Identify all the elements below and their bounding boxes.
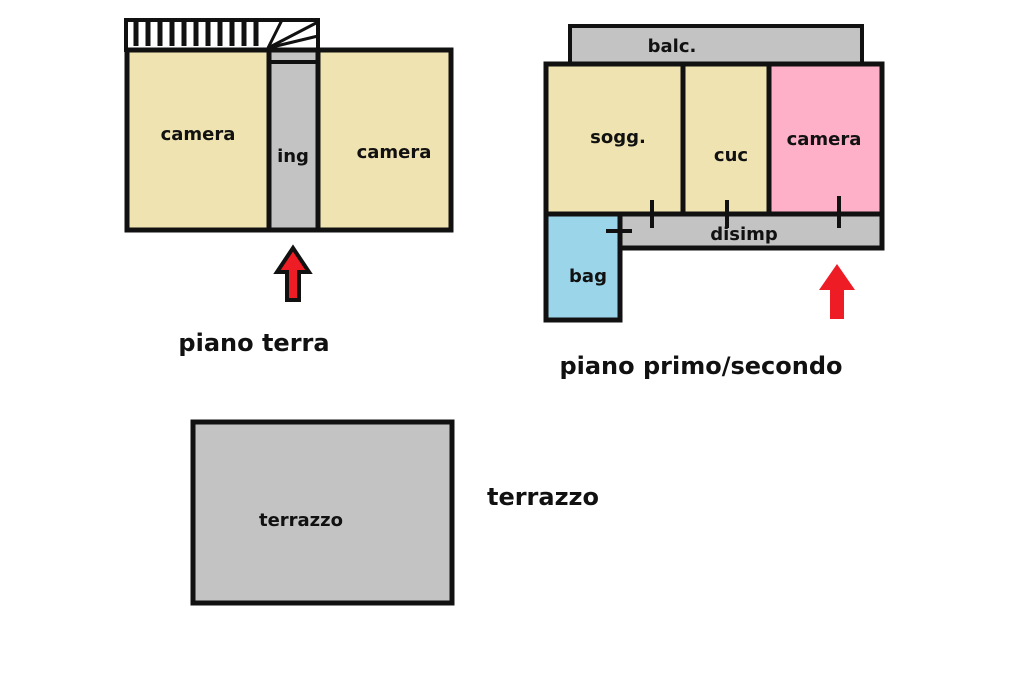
room-camera-right: [315, 47, 454, 233]
room-label-ingresso: ing: [277, 146, 309, 167]
stairs-icon: [124, 18, 320, 52]
room-label-balcone: balc.: [648, 36, 697, 57]
room-label-camera: camera: [787, 129, 862, 150]
room-cucina: [680, 61, 772, 217]
room-label-camera-left: camera: [161, 124, 236, 145]
room-label-soggiorno: sogg.: [590, 127, 646, 148]
entrance-arrow-icon: [273, 244, 313, 302]
terrace-plan: terrazzo terrazzo: [190, 419, 599, 606]
upper-floor-title: piano primo/secondo: [559, 352, 842, 380]
room-label-disimpegno: disimp: [710, 224, 778, 245]
entrance-arrow-icon: [819, 264, 855, 319]
room-label-cucina: cuc: [714, 145, 748, 166]
room-camera: [766, 61, 885, 217]
ground-floor-title: piano terra: [178, 329, 329, 357]
room-terrazzo: [190, 419, 455, 606]
room-balcone: [568, 24, 864, 66]
room-ingresso: [266, 47, 321, 233]
ground-floor-plan: camera ing camera piano terra: [124, 18, 454, 357]
room-soggiorno: [543, 61, 686, 217]
room-label-terrazzo: terrazzo: [259, 510, 343, 531]
terrace-title: terrazzo: [487, 483, 599, 511]
room-label-bagno: bag: [569, 266, 607, 287]
upper-floor-plan: balc. sogg. cuc camera disimp bag piano …: [543, 24, 885, 380]
room-label-camera-right: camera: [357, 142, 432, 163]
